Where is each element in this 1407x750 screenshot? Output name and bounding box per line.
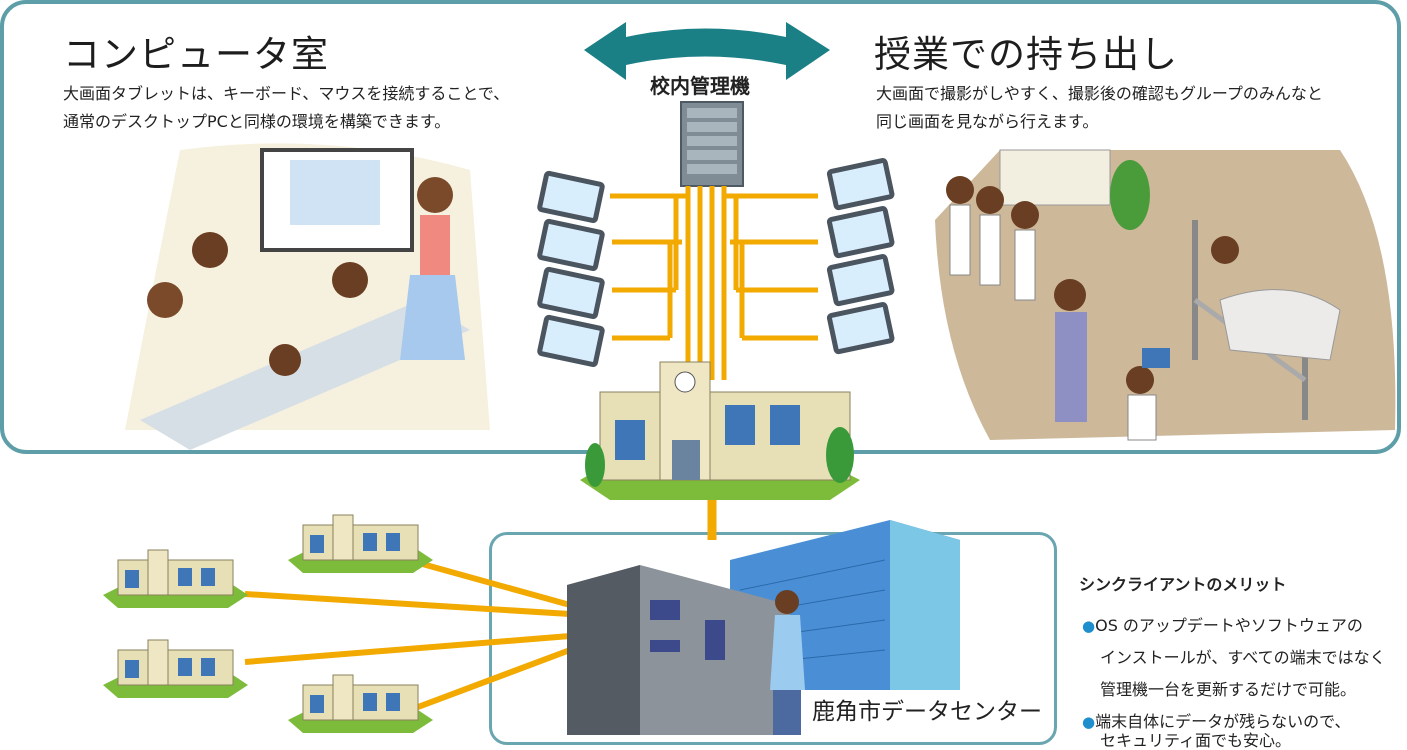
bullet-icon: ● <box>1082 713 1096 731</box>
merit-item-2: ●端末自体にデータが残らないので、 <box>1082 706 1407 738</box>
school-building-icon <box>580 361 860 500</box>
merit-1-line-2: インストールが、すべての端末ではなく <box>1100 648 1386 667</box>
merit-2-line-2: セキュリティ面でも安心。 <box>1100 731 1292 750</box>
merits-title: シンクライアントのメリット <box>1079 575 1287 594</box>
merit-2-line-1: 端末自体にデータが残らないので、 <box>1095 712 1351 731</box>
server-tower-icon <box>680 101 744 187</box>
datacenter-panel <box>489 532 1057 745</box>
datacenter-illustration <box>567 520 960 735</box>
merit-item-1-cont2: 管理機一台を更新するだけで可能。 <box>1100 674 1407 706</box>
class-use-desc-line1: 大画面で撮影がしやすく、撮影後の確認もグループのみんなと <box>876 84 1323 103</box>
double-arrow-icon <box>584 22 830 80</box>
computer-room-title: コンピュータ室 <box>63 33 329 76</box>
computer-room-illustration <box>125 143 490 450</box>
computer-room-desc-line1: 大画面タブレットは、キーボード、マウスを接続することで、 <box>63 84 510 103</box>
merit-1-line-1: OS のアップデートやソフトウェアの <box>1095 616 1363 635</box>
datacenter-label: 鹿角市データセンター <box>808 692 1046 726</box>
tablet-icons-right <box>826 158 895 355</box>
outdoor-class-illustration <box>935 149 1396 441</box>
server-label: 校内管理機 <box>650 74 750 98</box>
computer-room-desc-line2: 通常のデスクトップPCと同様の環境を構築できます。 <box>63 112 451 131</box>
merit-item-2-cont: セキュリティ面でも安心。 <box>1100 732 1407 750</box>
bullet-icon: ● <box>1082 617 1096 635</box>
class-use-title: 授業での持ち出し <box>874 33 1178 76</box>
tablet-icons-left <box>537 170 605 368</box>
small-school-icons <box>103 514 433 733</box>
class-use-desc-line2: 同じ画面を見ながら行えます。 <box>876 112 1099 131</box>
merit-item-1: ●OS のアップデートやソフトウェアの <box>1082 610 1407 642</box>
merit-item-1-cont: インストールが、すべての端末ではなく <box>1100 642 1407 674</box>
merit-1-line-3: 管理機一台を更新するだけで可能。 <box>1100 680 1357 699</box>
